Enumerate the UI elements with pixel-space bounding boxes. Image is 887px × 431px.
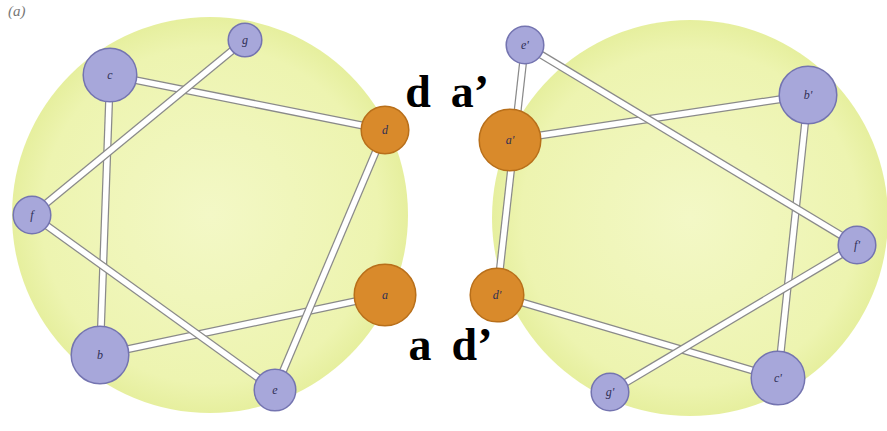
residue-bond-bar — [522, 302, 753, 370]
circle-shape — [354, 264, 416, 326]
bar-outline — [283, 151, 376, 371]
bar-outline — [781, 123, 805, 352]
circle-shape — [838, 226, 876, 264]
circle-shape — [228, 23, 262, 57]
residue-letter: d' — [493, 289, 502, 301]
circle-shape — [751, 351, 805, 405]
core-residue-circle: d — [360, 105, 410, 155]
residue-letter: b — [97, 349, 103, 361]
residue-letter: a — [382, 289, 388, 301]
residue-circle: e — [253, 368, 297, 412]
residue-letter: d — [382, 124, 388, 136]
residue-letter: f — [30, 209, 33, 221]
circle-shape — [83, 48, 137, 102]
circle-shape — [13, 196, 51, 234]
residue-circle: c' — [750, 350, 806, 406]
circle-shape — [506, 26, 544, 64]
residue-bond-bar — [540, 54, 841, 235]
circle-shape — [591, 373, 629, 411]
position-label: d — [405, 69, 431, 115]
circle-shape — [361, 106, 409, 154]
residue-letter: c — [107, 69, 112, 81]
residue-circle: b' — [778, 65, 838, 125]
residue-letter: a' — [506, 134, 515, 146]
residue-bond-bar — [625, 254, 841, 383]
core-residue-circle: a — [353, 263, 417, 327]
position-label: a’ — [451, 69, 489, 115]
position-label: d’ — [452, 322, 493, 368]
residue-letter: b' — [804, 89, 813, 101]
residue-circle: f — [12, 195, 52, 235]
residue-bond-bar — [283, 151, 376, 371]
bar-outline — [540, 54, 841, 235]
residue-letter: e — [272, 384, 277, 396]
wheel-background — [492, 20, 887, 416]
bar-fill — [625, 254, 841, 383]
residue-circle: g' — [590, 372, 630, 412]
circle-shape — [479, 109, 541, 171]
residue-bond-bar — [781, 123, 805, 352]
circle-shape — [71, 326, 129, 384]
residue-circle: e' — [505, 25, 545, 65]
bar-fill — [781, 123, 805, 352]
residue-letter: g' — [606, 386, 615, 398]
core-residue-circle: d' — [469, 267, 525, 323]
residue-circle: b — [70, 325, 130, 385]
circle-shape — [254, 369, 296, 411]
residue-letter: e' — [521, 39, 529, 51]
residue-letter: g — [242, 34, 248, 46]
core-residue-circle: a' — [478, 108, 542, 172]
position-label: a — [409, 322, 432, 368]
residue-circle: c — [82, 47, 138, 103]
residue-letter: f' — [854, 239, 860, 251]
panel-label: (a) — [8, 4, 26, 19]
residue-circle: g — [227, 22, 263, 58]
residue-bond-bar — [101, 101, 109, 327]
residue-letter: c' — [774, 372, 782, 384]
bar-fill — [522, 302, 753, 370]
bar-fill — [101, 101, 109, 327]
residue-circle: f' — [837, 225, 877, 265]
residue-bond-bar — [46, 50, 233, 203]
circle-shape — [779, 66, 837, 124]
bar-outline — [625, 254, 841, 383]
bar-outline — [522, 302, 753, 370]
bar-fill — [46, 50, 233, 203]
bar-fill — [283, 151, 376, 371]
circle-shape — [470, 268, 524, 322]
bar-fill — [540, 54, 841, 235]
bar-outline — [101, 101, 109, 327]
wheel-background — [12, 17, 408, 413]
bar-outline — [46, 50, 233, 203]
